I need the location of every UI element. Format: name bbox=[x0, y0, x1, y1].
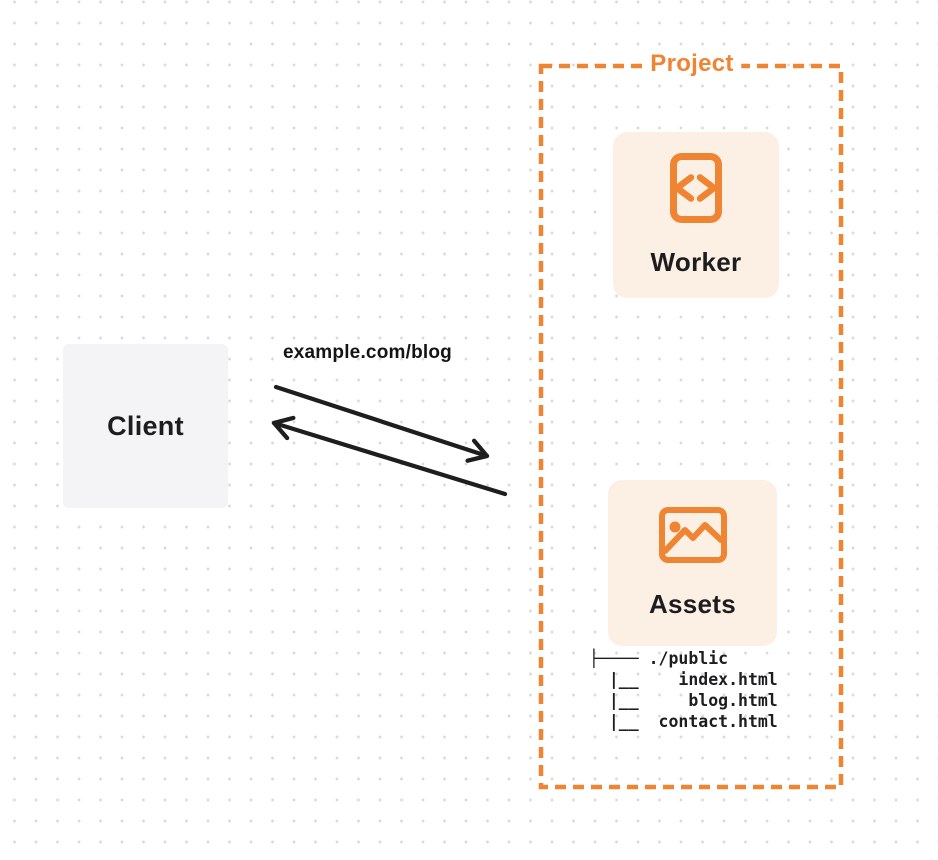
code-file-icon bbox=[670, 152, 722, 223]
client-box: Client bbox=[63, 344, 228, 508]
worker-label: Worker bbox=[650, 246, 742, 277]
assets-label: Assets bbox=[648, 588, 737, 619]
assets-file-tree: ├──── ./public |__ index.html |__ blog.h… bbox=[589, 649, 778, 731]
response-arrow bbox=[271, 415, 508, 497]
assets-card: Assets bbox=[608, 480, 777, 646]
worker-card: Worker bbox=[613, 132, 779, 298]
request-arrow bbox=[273, 384, 490, 463]
project-label: Project bbox=[642, 50, 742, 78]
image-icon bbox=[658, 506, 727, 563]
request-url-label: example.com/blog bbox=[283, 342, 452, 363]
client-label: Client bbox=[107, 410, 184, 441]
